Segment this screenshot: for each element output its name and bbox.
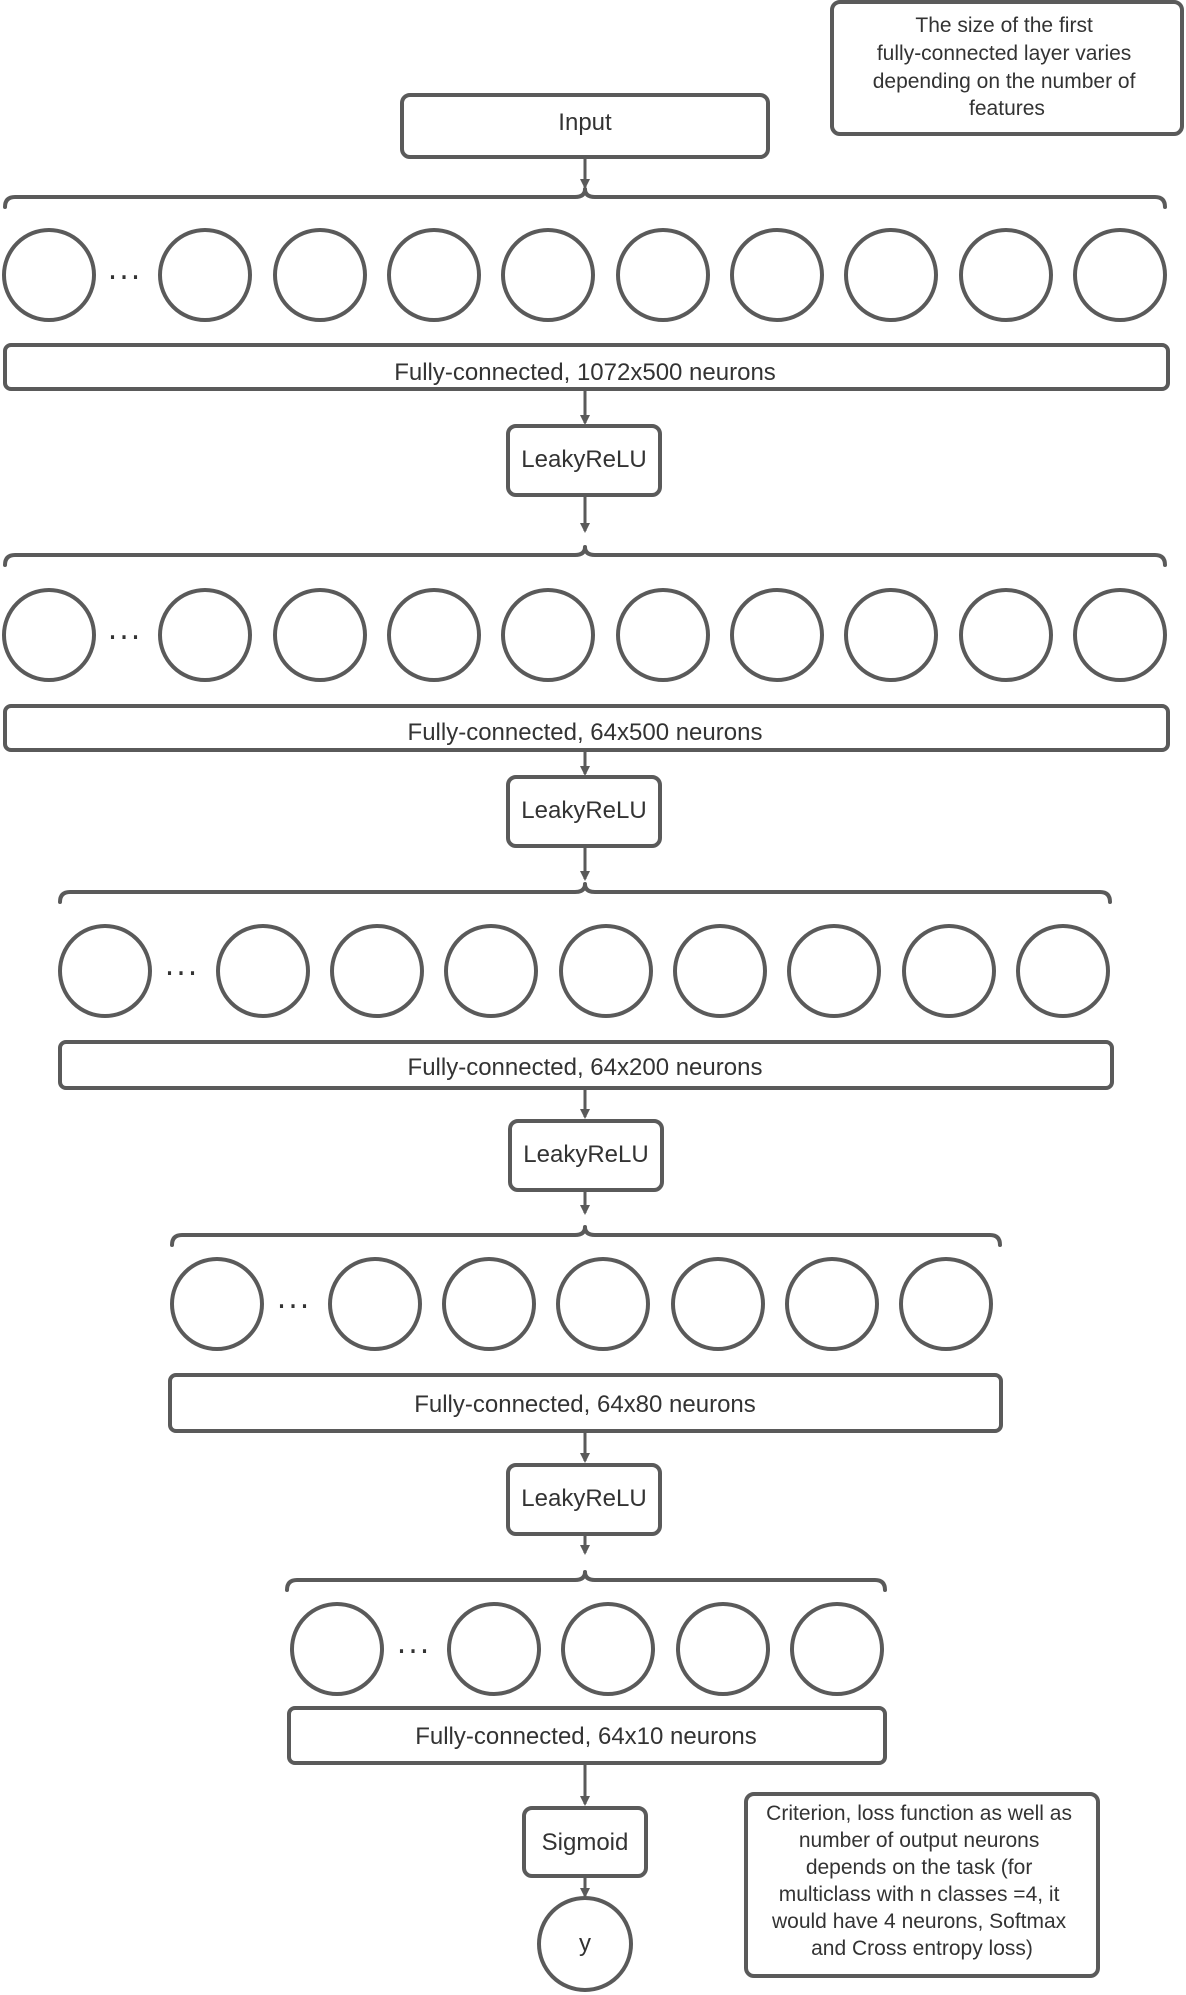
neuron: [1073, 588, 1167, 682]
neuron: [290, 1602, 384, 1696]
neuron: [330, 924, 424, 1018]
neuron: [616, 228, 710, 322]
neuron: [673, 924, 767, 1018]
note-line: number of output neurons: [799, 1829, 1040, 1852]
layer-brace: [58, 882, 1112, 904]
neuron: [561, 1602, 655, 1696]
layer-brace: [170, 1225, 1002, 1247]
neuron: [1016, 924, 1110, 1018]
neuron: [387, 228, 481, 322]
layer-label: Fully-connected, 64x80 neurons: [414, 1391, 756, 1418]
note-criterion: Criterion, loss function as well as numb…: [744, 1792, 1100, 1978]
neuron: [671, 1257, 765, 1351]
layer-3: ... Fully-connected, 64x200 neurons: [58, 882, 1114, 1090]
neuron: [730, 228, 824, 322]
neuron: [273, 588, 367, 682]
neuron: [447, 1602, 541, 1696]
note-box: [830, 0, 1184, 136]
neuron: [1073, 228, 1167, 322]
input-label: Input: [558, 109, 612, 136]
neuron: [501, 588, 595, 682]
layer-label: Fully-connected, 64x200 neurons: [408, 1054, 763, 1081]
neuron: [442, 1257, 536, 1351]
neuron-row: ...: [58, 924, 1110, 1018]
sigmoid-label: Sigmoid: [542, 1829, 629, 1856]
layer-2: ... Fully-connected, 64x500 neurons: [2, 545, 1170, 752]
note-line: features: [969, 97, 1045, 120]
layer-box: [287, 1706, 887, 1765]
activation-label: LeakyReLU: [521, 446, 646, 473]
output-node: y: [537, 1896, 633, 1992]
layer-label: Fully-connected, 64x500 neurons: [408, 719, 763, 746]
note-first-layer-size: The size of the first fully-connected la…: [830, 0, 1184, 136]
ellipsis: ...: [397, 1626, 432, 1661]
neuron: [787, 924, 881, 1018]
neuron: [959, 228, 1053, 322]
neuron: [556, 1257, 650, 1351]
ellipsis: ...: [277, 1281, 312, 1316]
neuron: [676, 1602, 770, 1696]
neuron: [844, 228, 938, 322]
neuron: [158, 228, 252, 322]
neuron: [2, 588, 96, 682]
note-line: fully-connected layer varies: [877, 42, 1131, 65]
layer-1: ... Fully-connected, 1072x500 neurons: [2, 187, 1170, 391]
activation-label: LeakyReLU: [523, 1141, 648, 1168]
ellipsis: ...: [108, 252, 143, 287]
neuron: [730, 588, 824, 682]
neuron: [328, 1257, 422, 1351]
layer-label: Fully-connected, 1072x500 neurons: [394, 359, 776, 386]
note-text: Criterion, loss function as well as numb…: [766, 1802, 1078, 1960]
neuron: [273, 228, 367, 322]
neuron: [844, 588, 938, 682]
layer-brace: [285, 1570, 887, 1592]
neuron: [2, 228, 96, 322]
neuron: [444, 924, 538, 1018]
output-label: y: [579, 1930, 591, 1957]
neuron: [170, 1257, 264, 1351]
activation-label: LeakyReLU: [521, 1485, 646, 1512]
note-box: [744, 1792, 1100, 1978]
neuron-row: ...: [2, 228, 1167, 322]
activation-node: LeakyReLU: [506, 775, 662, 848]
layer-brace: [3, 187, 1167, 209]
neuron: [899, 1257, 993, 1351]
neuron: [790, 1602, 884, 1696]
neuron: [616, 588, 710, 682]
neuron-row: ...: [170, 1257, 993, 1351]
activation-node: LeakyReLU: [506, 424, 662, 497]
note-line: The size of the first: [915, 14, 1093, 37]
note-line: depending on the number of: [873, 70, 1136, 93]
note-line: multiclass with n classes =4, it: [779, 1883, 1060, 1906]
activation-node: LeakyReLU: [508, 1119, 664, 1192]
neuron: [387, 588, 481, 682]
layer-brace: [3, 545, 1167, 567]
layer-5: ... Fully-connected, 64x10 neurons: [285, 1570, 887, 1765]
neuron: [902, 924, 996, 1018]
note-line: and Cross entropy loss): [811, 1937, 1033, 1960]
activation-label: LeakyReLU: [521, 797, 646, 824]
note-text: The size of the first fully-connected la…: [873, 14, 1142, 120]
neuron: [501, 228, 595, 322]
note-line: would have 4 neurons, Softmax: [771, 1910, 1067, 1933]
neuron: [216, 924, 310, 1018]
neuron: [559, 924, 653, 1018]
neuron: [58, 924, 152, 1018]
ellipsis: ...: [108, 612, 143, 647]
neuron: [158, 588, 252, 682]
sigmoid-node: Sigmoid: [522, 1806, 648, 1878]
activation-node: LeakyReLU: [506, 1463, 662, 1536]
neuron-row: ...: [2, 588, 1167, 682]
neuron-row: ...: [290, 1602, 884, 1696]
note-line: depends on the task (for: [806, 1856, 1032, 1879]
neuron: [959, 588, 1053, 682]
output-neuron: [537, 1896, 633, 1992]
neuron: [785, 1257, 879, 1351]
layer-label: Fully-connected, 64x10 neurons: [415, 1723, 757, 1750]
ellipsis: ...: [165, 948, 200, 983]
note-line: Criterion, loss function as well as: [766, 1802, 1072, 1825]
layer-4: ... Fully-connected, 64x80 neurons: [168, 1225, 1003, 1433]
input-node: Input: [400, 93, 770, 159]
